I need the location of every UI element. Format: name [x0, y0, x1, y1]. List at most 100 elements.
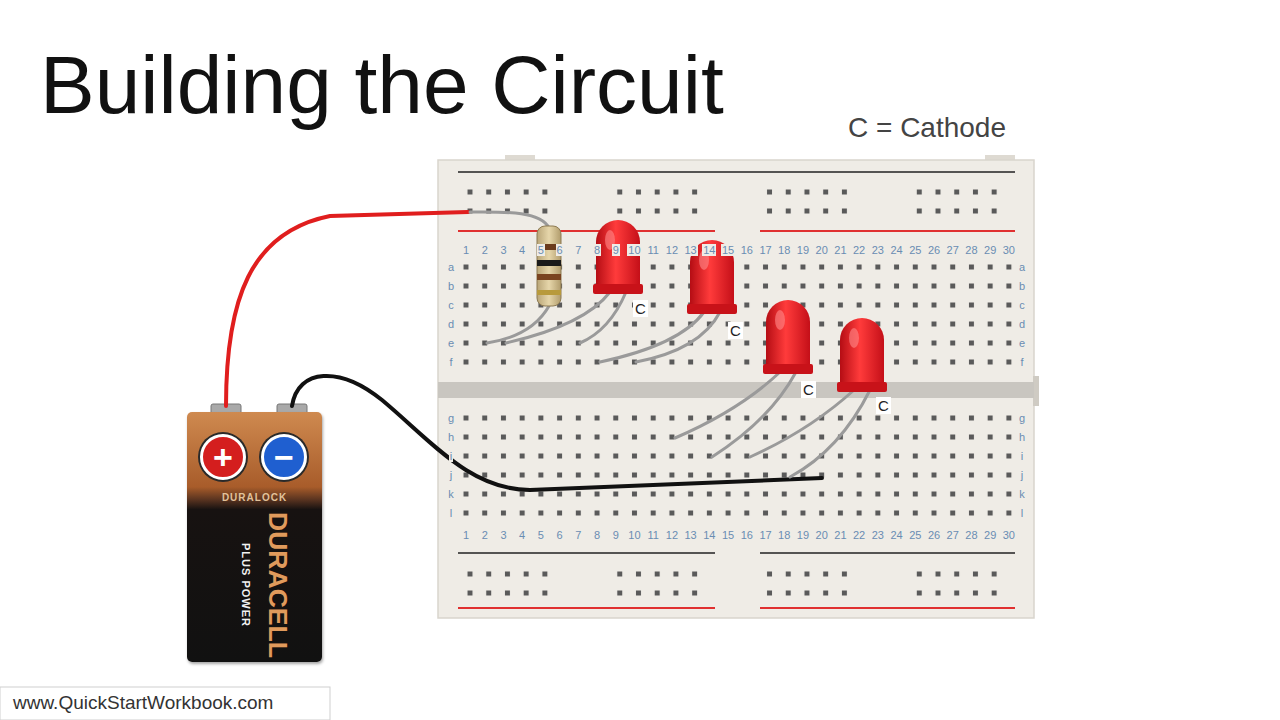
column-number: 24 [889, 529, 903, 542]
title: Building the Circuit [40, 40, 724, 130]
row-letter: a [447, 261, 455, 274]
column-number: 1 [462, 244, 470, 257]
column-number: 10 [627, 244, 641, 257]
column-number: 18 [777, 529, 791, 542]
column-number: 20 [815, 244, 829, 257]
column-number: 23 [871, 244, 885, 257]
column-number: 18 [777, 244, 791, 257]
column-number: 22 [852, 529, 866, 542]
resistor-symbol [537, 226, 561, 306]
column-number: 2 [481, 244, 489, 257]
column-number: 6 [556, 529, 564, 542]
column-number: 9 [612, 244, 620, 257]
column-number: 1 [462, 529, 470, 542]
row-letter: j [1020, 469, 1024, 482]
row-letter: e [447, 337, 455, 350]
terminal-sign: − [274, 440, 294, 474]
column-number: 19 [796, 529, 810, 542]
column-number: 15 [721, 244, 735, 257]
column-number: 7 [574, 244, 582, 257]
column-number: 30 [1002, 529, 1016, 542]
column-number: 2 [481, 529, 489, 542]
column-number: 16 [740, 529, 754, 542]
row-letter: c [1018, 299, 1026, 312]
column-number: 3 [499, 529, 507, 542]
column-number: 11 [646, 529, 659, 542]
legend-note: C = Cathode [848, 112, 1006, 144]
row-letter: d [447, 318, 455, 331]
column-number: 7 [574, 529, 582, 542]
row-letter: d [1018, 318, 1026, 331]
brand-tagline: PLUS POWER [240, 543, 251, 627]
column-number: 4 [518, 529, 526, 542]
column-number: 27 [946, 244, 960, 257]
terminal-sign: + [213, 440, 233, 474]
column-number: 28 [964, 244, 978, 257]
column-number: 12 [665, 529, 679, 542]
column-number: 14 [702, 529, 716, 542]
column-number: 27 [946, 529, 960, 542]
battery: DURALOCK DURACELL PLUS POWER + − [187, 412, 322, 662]
column-number: 30 [1002, 244, 1016, 257]
row-letter: a [1018, 261, 1026, 274]
column-number: 6 [556, 244, 564, 257]
battery-terminal-plus: + [200, 434, 246, 480]
brand-band: DURALOCK [222, 492, 287, 504]
column-number: 23 [871, 529, 885, 542]
column-number: 24 [889, 244, 903, 257]
cathode-marker: C [876, 397, 891, 414]
column-number: 9 [612, 529, 620, 542]
row-letter: k [1018, 488, 1026, 501]
column-number: 29 [983, 244, 997, 257]
column-number: 20 [815, 529, 829, 542]
column-number: 11 [646, 244, 659, 257]
column-number: 28 [964, 529, 978, 542]
column-number: 13 [684, 244, 698, 257]
column-number: 25 [908, 529, 922, 542]
row-letter: g [447, 412, 455, 425]
row-letter: h [447, 431, 455, 444]
column-number: 8 [593, 529, 601, 542]
row-letter: h [1018, 431, 1026, 444]
row-letter: l [449, 507, 453, 520]
cathode-marker: C [801, 381, 816, 398]
row-letter: i [1020, 450, 1024, 463]
row-letter: c [447, 299, 455, 312]
column-number: 4 [518, 244, 526, 257]
column-number: 26 [927, 244, 941, 257]
column-number: 19 [796, 244, 810, 257]
row-letter: b [447, 280, 455, 293]
column-number: 21 [833, 244, 847, 257]
led-symbol [763, 300, 813, 374]
column-number: 5 [537, 244, 545, 257]
row-letter: b [1018, 280, 1026, 293]
row-letter: e [1018, 337, 1026, 350]
column-number: 5 [537, 529, 545, 542]
row-letter: k [447, 488, 455, 501]
battery-terminal-minus: − [261, 434, 307, 480]
brand-name: DURACELL [264, 512, 291, 658]
column-number: 12 [665, 244, 679, 257]
column-number: 15 [721, 529, 735, 542]
column-number: 26 [927, 529, 941, 542]
column-number: 25 [908, 244, 922, 257]
row-letter: i [449, 450, 453, 463]
column-number: 17 [758, 244, 772, 257]
led-symbol [837, 318, 887, 392]
column-number: 14 [702, 244, 716, 257]
column-number: 16 [740, 244, 754, 257]
footer-url: www.QuickStartWorkbook.com [13, 692, 273, 714]
cathode-marker: C [633, 300, 648, 317]
row-letter: l [1020, 507, 1024, 520]
row-letter: j [449, 469, 453, 482]
column-number: 29 [983, 529, 997, 542]
column-number: 22 [852, 244, 866, 257]
row-letter: f [1019, 356, 1024, 369]
column-number: 13 [684, 529, 698, 542]
cathode-marker: C [728, 322, 743, 339]
row-letter: f [448, 356, 453, 369]
column-number: 21 [833, 529, 847, 542]
column-number: 3 [499, 244, 507, 257]
column-number: 8 [593, 244, 601, 257]
